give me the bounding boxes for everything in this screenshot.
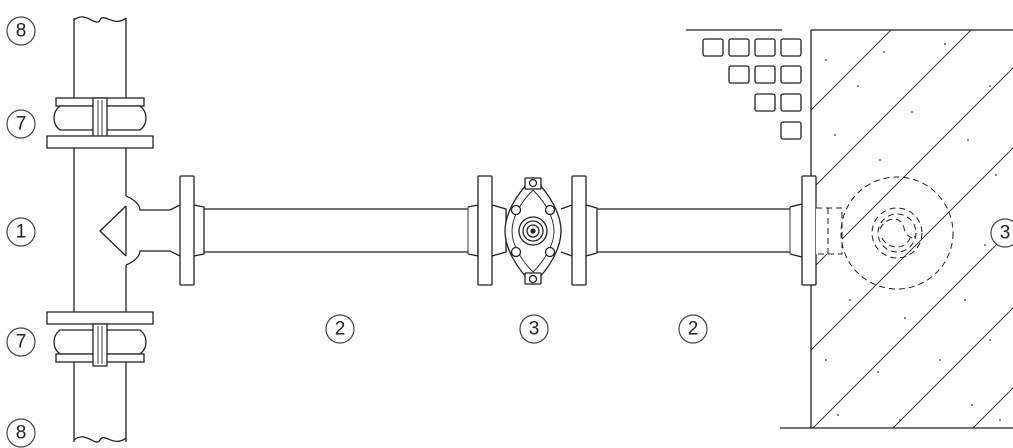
label-pipe-right: 2 (678, 314, 708, 344)
label-lower-coupling-text: 7 (16, 332, 27, 353)
flange-3 (571, 175, 598, 286)
label-upper-coupling: 7 (6, 109, 36, 139)
concrete-wall (686, 29, 1013, 429)
pipe-segment-left (203, 207, 469, 254)
lower-coupling (46, 311, 154, 367)
label-lower-coupling: 7 (6, 327, 36, 357)
label-pipe-left-text: 2 (335, 319, 346, 340)
label-pipe-left: 2 (325, 314, 355, 344)
flange-4 (789, 175, 817, 286)
label-valve: 3 (519, 314, 549, 344)
vertical-main-pipe (73, 16, 127, 443)
label-bottom-left-text: 8 (16, 423, 27, 444)
tee-branch (99, 195, 181, 266)
label-pipe-right-text: 2 (688, 319, 699, 340)
butterfly-valve (491, 177, 573, 285)
label-tee: 1 (6, 217, 36, 247)
label-wall-valve-text: 3 (1000, 223, 1011, 244)
label-top-left-text: 8 (16, 21, 27, 42)
label-bottom-left: 8 (6, 418, 36, 448)
label-upper-coupling-text: 7 (16, 114, 27, 135)
label-valve-text: 3 (529, 319, 540, 340)
paving-blocks (702, 38, 802, 140)
pipe-segment-right (596, 207, 791, 254)
label-tee-text: 1 (16, 222, 27, 243)
flange-1 (179, 175, 205, 286)
flange-2 (467, 175, 493, 286)
wall-aggregate-dots (825, 43, 1001, 421)
upper-coupling (46, 97, 154, 149)
label-wall-valve: 3 (990, 218, 1013, 248)
label-top-left: 8 (6, 16, 36, 46)
wall-embedded-valve (816, 176, 954, 290)
